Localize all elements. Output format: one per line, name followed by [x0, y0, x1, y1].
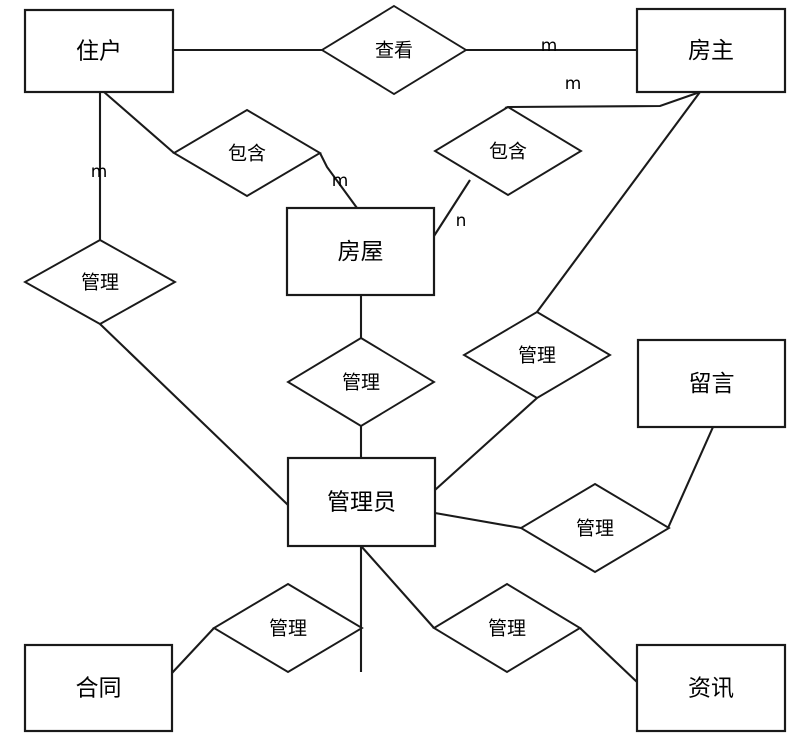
relationship-label: 包含	[228, 143, 266, 165]
er-edge	[667, 426, 714, 529]
relationship-baohan_left[interactable]: 包含	[172, 108, 322, 198]
edges-layer	[98, 48, 714, 683]
entity-label: 留言	[689, 371, 735, 397]
relationship-diamond	[23, 238, 177, 326]
relationship-guanli_bm[interactable]: 管理	[432, 582, 582, 674]
relationship-diamond	[432, 582, 582, 674]
relationship-guanli_right[interactable]: 管理	[462, 310, 612, 400]
entity-label: 住户	[76, 39, 122, 65]
entity-box	[23, 643, 174, 733]
relationship-label: 管理	[488, 618, 526, 640]
entity-fangzhu[interactable]: 房主	[635, 7, 787, 94]
relationship-guanli_mid[interactable]: 管理	[286, 336, 436, 428]
entity-label: 房主	[688, 38, 734, 64]
entity-fangwu[interactable]: 房屋	[285, 206, 436, 297]
relationship-diamond	[286, 336, 436, 428]
entity-guanliyuan[interactable]: 管理员	[286, 456, 437, 548]
relationship-guanli_msg[interactable]: 管理	[519, 482, 671, 574]
relationship-label: 管理	[576, 518, 614, 540]
cardinality-label: n	[456, 211, 467, 231]
entity-label: 资讯	[688, 676, 734, 702]
relationship-label: 管理	[518, 345, 556, 367]
er-edge	[433, 179, 471, 237]
entity-box	[635, 643, 787, 733]
entity-box	[635, 7, 787, 94]
cardinality-label: m	[565, 74, 582, 94]
er-edge	[99, 323, 289, 506]
entity-zhuhu[interactable]: 住户	[23, 8, 175, 94]
relationship-guanli_left[interactable]: 管理	[23, 238, 177, 326]
relationship-label: 包含	[489, 141, 527, 163]
relationship-diamond	[212, 582, 364, 674]
er-edge	[360, 545, 435, 629]
entity-zixun[interactable]: 资讯	[635, 643, 787, 733]
relationship-guanli_bl[interactable]: 管理	[212, 582, 364, 674]
entity-hetong[interactable]: 合同	[23, 643, 174, 733]
er-edge	[434, 397, 538, 491]
er-edge	[103, 91, 175, 154]
relationship-label: 管理	[81, 272, 119, 294]
relationship-diamond	[172, 108, 322, 198]
entity-box	[285, 206, 436, 297]
relationship-label: 管理	[269, 618, 307, 640]
entity-box	[286, 456, 437, 548]
relationship-diamond	[462, 310, 612, 400]
cardinality-label: m	[91, 162, 108, 182]
relationship-label: 管理	[342, 372, 380, 394]
entity-label: 管理员	[327, 490, 396, 516]
relationship-label: 查看	[375, 40, 413, 62]
entity-label: 合同	[76, 676, 122, 702]
relationship-diamond	[433, 105, 583, 197]
er-edge	[579, 627, 638, 683]
relationship-diamond	[519, 482, 671, 574]
cardinality-label: m	[541, 36, 558, 56]
er-edge	[434, 511, 522, 530]
er-edge	[319, 152, 358, 209]
relationships-layer: 查看包含包含管理管理管理管理管理管理	[23, 4, 671, 674]
relationship-diamond	[320, 4, 468, 96]
relationship-baohan_right[interactable]: 包含	[433, 105, 583, 197]
relationship-chakan[interactable]: 查看	[320, 4, 468, 96]
entity-box	[636, 338, 787, 429]
cardinality-label: m	[332, 171, 349, 191]
er-edge	[504, 91, 701, 109]
entity-liuyan[interactable]: 留言	[636, 338, 787, 429]
er-edge	[536, 91, 701, 313]
entity-label: 房屋	[338, 239, 384, 265]
entity-box	[23, 8, 175, 94]
er-edge	[171, 627, 215, 674]
